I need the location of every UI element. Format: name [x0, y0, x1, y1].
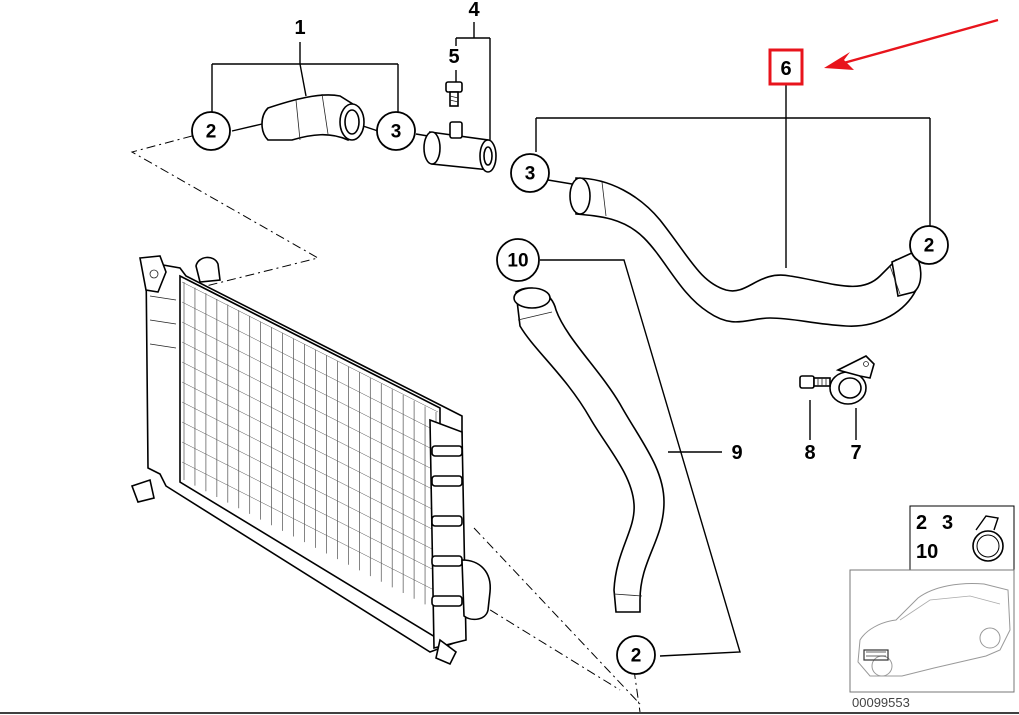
callout-2-bottom: 2: [631, 646, 642, 667]
callouts: 2 3 3 2 10 2: [191, 111, 949, 675]
part-label-8: 8: [804, 442, 815, 464]
hose-clamp-icon: [972, 515, 1004, 562]
part-6-highlight-box: [768, 48, 804, 86]
bolt-part-8-illustration: [799, 375, 831, 389]
callout-10: 10: [507, 251, 528, 272]
callout-3-middle: 3: [525, 164, 536, 185]
radiator-core-fins: [181, 281, 439, 610]
inset-label-2: 2: [916, 512, 927, 534]
diagram-reference-number: 00099553: [852, 695, 910, 710]
part-label-6: 6: [780, 58, 791, 80]
part-label-5: 5: [448, 46, 459, 68]
radiator-illustration: [130, 255, 491, 666]
connection-lines: [130, 135, 641, 713]
inset-label-10: 10: [916, 541, 938, 563]
car-location-inset: [849, 569, 1015, 693]
hose-part-1-illustration: [261, 93, 365, 142]
callout-2-top-left: 2: [206, 122, 217, 143]
clamp-part-7-illustration: [829, 355, 875, 405]
inset-label-3: 3: [942, 512, 953, 534]
callout-2-right: 2: [924, 236, 935, 257]
part-label-9: 9: [731, 442, 742, 464]
part-label-7: 7: [850, 442, 861, 464]
highlight-arrow: [824, 18, 999, 70]
car-outline-icon: [857, 583, 1011, 677]
hose-part-6-illustration: [569, 177, 922, 327]
callout-3-top: 3: [391, 122, 402, 143]
hose-part-9-illustration: [513, 287, 665, 613]
part-labels: 1 4 5 6 7 8 9: [294, 0, 861, 464]
part-label-1: 1: [294, 17, 305, 39]
part-label-4: 4: [468, 0, 480, 21]
inset-legend: 2 3 10: [909, 505, 1015, 571]
connector-part-4-illustration: [423, 81, 497, 173]
leader-lines: [211, 22, 931, 657]
